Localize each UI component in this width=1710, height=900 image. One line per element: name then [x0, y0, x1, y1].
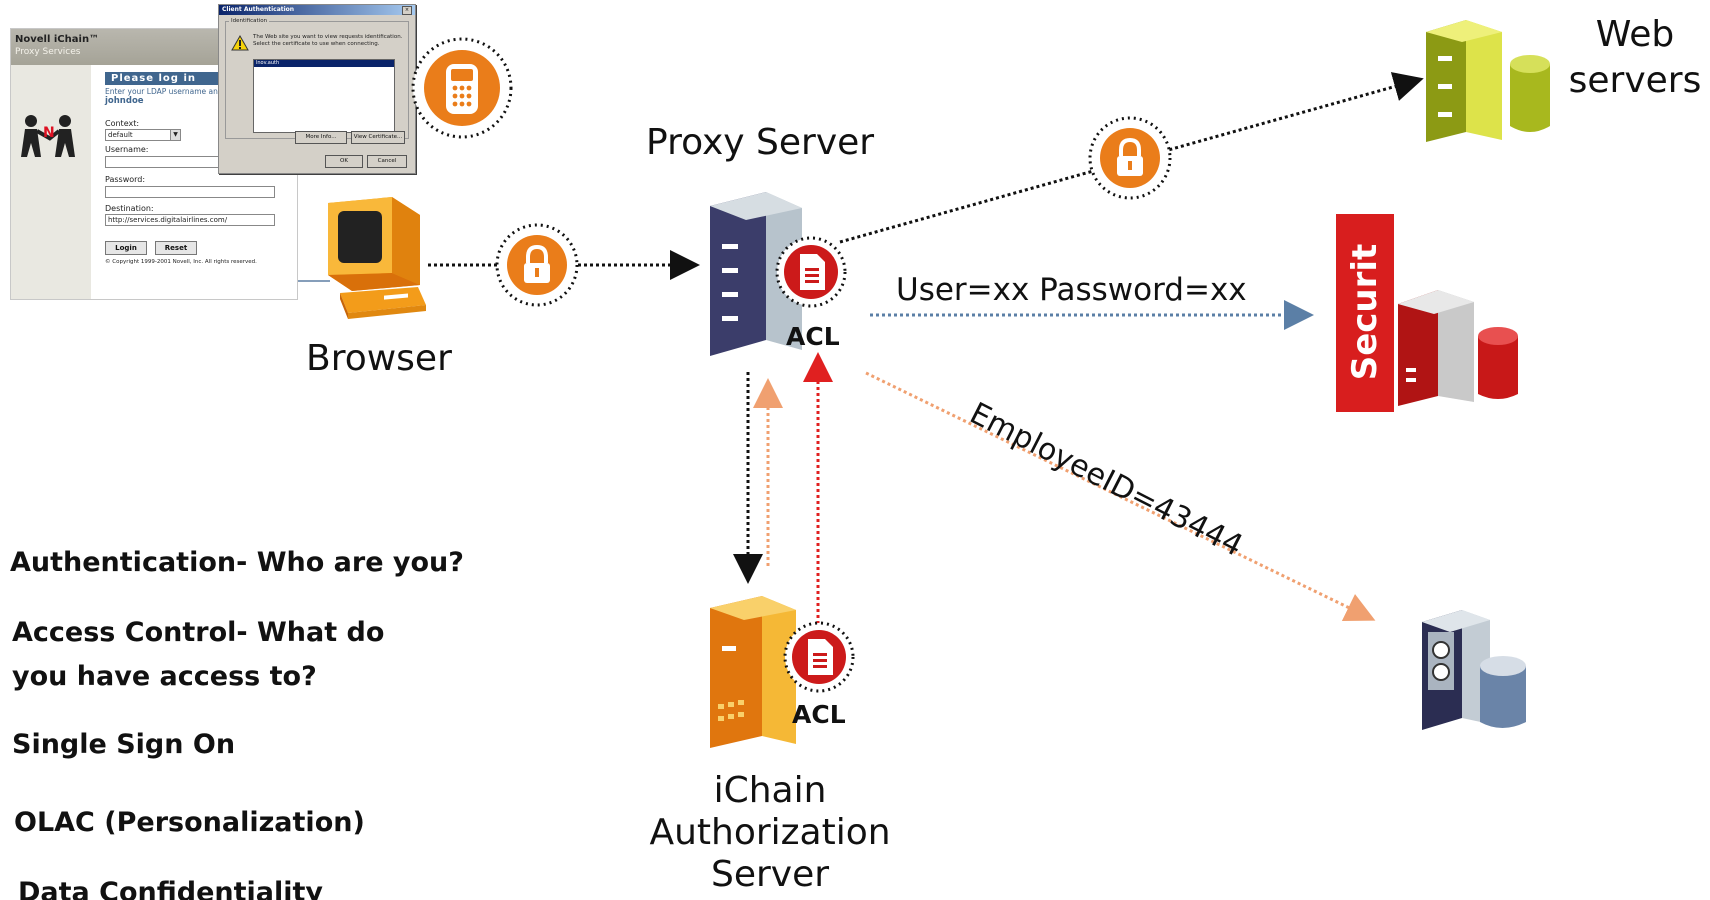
novell-logo-figures-icon: N [21, 115, 75, 157]
login-instruction: Enter your LDAP username and passw [105, 87, 249, 96]
bullet-access-control-line1: Access Control- What do [12, 617, 385, 648]
dialog-group-label: Identification [229, 18, 270, 24]
acl-ichain-label: ACL [792, 700, 846, 729]
login-sidebar: N [11, 65, 91, 299]
password-label: Password: [105, 175, 146, 184]
ichain-label-line2: Authorization [649, 812, 891, 853]
reset-button[interactable]: Reset [155, 241, 197, 255]
browser-label: Browser [306, 338, 452, 379]
bullet-single-sign-on: Single Sign On [12, 729, 236, 760]
database-icon [1510, 55, 1550, 132]
dialog-close-icon[interactable]: × [402, 6, 412, 15]
certificate-list-item[interactable]: lnov.auth [254, 60, 394, 67]
keypad-icon [411, 37, 513, 139]
destination-label: Destination: [105, 204, 154, 213]
svg-text:N: N [43, 125, 55, 141]
securit-server-icon [1398, 290, 1518, 406]
dialog-title: Client Authentication [219, 5, 415, 15]
user-password-label: User=xx Password=xx [896, 272, 1247, 308]
context-select[interactable]: default ▼ [105, 129, 181, 141]
bullet-olac: OLAC (Personalization) [14, 807, 365, 838]
database-icon [1478, 327, 1518, 399]
login-brand-title: Novell iChain™ [15, 34, 100, 45]
destination-input[interactable]: http://services.digitalairlines.com/ [105, 214, 275, 226]
web-label-line2: servers [1568, 60, 1702, 101]
monitor-icon [328, 197, 426, 319]
login-button[interactable]: Login [105, 241, 147, 255]
acl-document-icon [783, 621, 855, 693]
acl-proxy-label: ACL [786, 322, 840, 351]
client-authentication-dialog: Client Authentication × Identification T… [218, 4, 416, 174]
chevron-down-icon: ▼ [170, 130, 180, 140]
database-server-icon [1422, 610, 1526, 730]
ichain-label-line1: iChain [713, 770, 827, 811]
context-label: Context: [105, 119, 140, 128]
acl-document-icon [775, 236, 847, 308]
username-label: Username: [105, 145, 149, 154]
more-info-button[interactable]: More Info... [295, 131, 347, 144]
ok-button[interactable]: OK [325, 155, 363, 168]
web-servers-label: Web servers [1560, 12, 1710, 104]
context-value: default [108, 131, 133, 139]
web-server-icon [1426, 20, 1550, 142]
securit-label: Securit [1345, 243, 1385, 381]
certificate-list[interactable]: lnov.auth [253, 59, 395, 133]
lock-icon [495, 223, 579, 307]
cancel-button[interactable]: Cancel [367, 155, 407, 168]
proxy-server-label: Proxy Server [646, 122, 875, 163]
server-icon [710, 596, 796, 748]
login-user: johndoe [105, 96, 144, 106]
login-brand-subtitle: Proxy Services [15, 47, 81, 57]
database-icon [1480, 656, 1526, 728]
password-input[interactable] [105, 186, 275, 198]
bullet-access-control-line2: you have access to? [12, 661, 317, 692]
securit-banner: Securit [1336, 214, 1394, 412]
dialog-message-line2: Select the certificate to use when conne… [253, 41, 380, 47]
dialog-message-line1: The Web site you want to view requests i… [253, 34, 403, 40]
ichain-server-label: iChain Authorization Server [600, 770, 940, 896]
view-certificate-button[interactable]: View Certificate... [351, 131, 405, 144]
warning-icon [231, 35, 249, 51]
ichain-label-line3: Server [710, 854, 830, 895]
web-label-line1: Web [1595, 14, 1675, 55]
login-copyright: © Copyright 1999-2001 Novell, Inc. All r… [105, 259, 257, 265]
bullet-data-confidentiality: Data Confidentiality [18, 877, 324, 900]
lock-icon [1088, 116, 1172, 200]
bullet-authentication: Authentication- Who are you? [10, 547, 464, 578]
